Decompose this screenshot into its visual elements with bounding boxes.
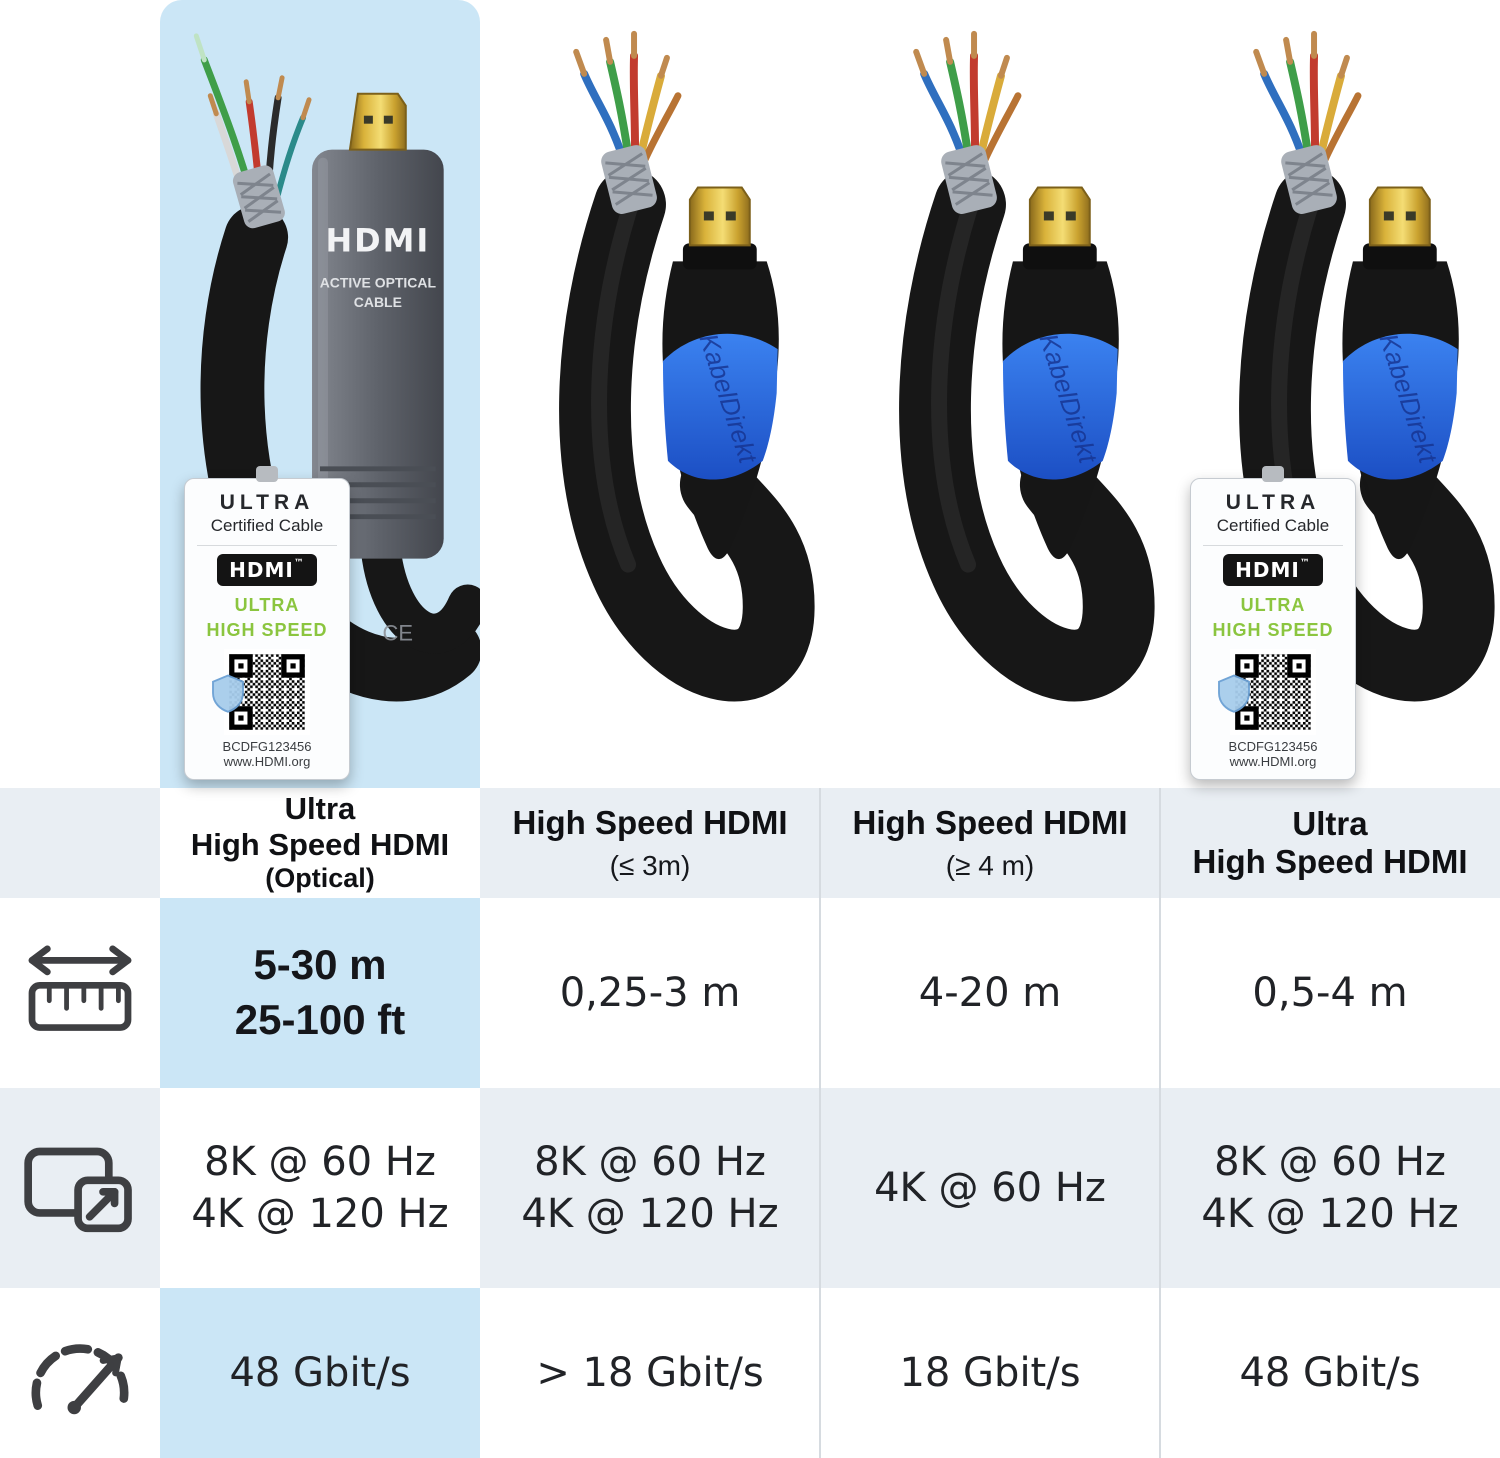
cable-photo-highspeed-long (820, 0, 1160, 788)
column-header-highspeed-short: High Speed HDMI (≤ 3m) (480, 788, 820, 898)
speed-value: 48 Gbit/s (1239, 1350, 1421, 1396)
speed-value: 18 Gbit/s (899, 1350, 1081, 1396)
header-line: High Speed HDMI (852, 804, 1128, 842)
header-line: (Optical) (265, 863, 375, 894)
standard-cable-art (480, 0, 820, 788)
header-line: High Speed HDMI (1192, 843, 1468, 880)
highlight-column-header-bg (160, 788, 480, 898)
header-line: High Speed HDMI (512, 804, 788, 842)
resolution-value: 4K @ 120 Hz (521, 1191, 779, 1237)
label-ultra-text: ULTRA (1225, 491, 1321, 514)
speed-row-icon-wrap (0, 1288, 160, 1458)
ruler-arrows-icon (28, 945, 132, 1031)
resolution-value: 8K @ 60 Hz (1214, 1139, 1446, 1185)
hdmi-logo-text: HDMI (1235, 558, 1300, 583)
length-value: 25-100 ft (234, 996, 406, 1043)
screen-scale-icon (24, 1147, 132, 1233)
label-ultra-text: ULTRA (219, 491, 315, 514)
header-line: High Speed HDMI (190, 826, 450, 862)
label-divider (1203, 545, 1343, 547)
label-divider (197, 545, 337, 547)
highlight-column-speed-bg (160, 1288, 480, 1458)
header-subline: (≤ 3m) (609, 849, 691, 881)
shield-icon (212, 674, 244, 713)
label-url: www.HDMI.org (223, 754, 311, 770)
qr-block (212, 649, 310, 735)
hdmi-trademark: ™ (293, 558, 305, 570)
label-certified-text: Certified Cable (210, 516, 324, 535)
column-header-optical: Ultra High Speed HDMI (Optical) (160, 788, 480, 898)
label-certified-text: Certified Cable (1216, 516, 1330, 535)
hdmi-logo-pill: HDMI™ (1223, 554, 1323, 587)
resolution-cell-highspeed-short: 8K @ 60 Hz 4K @ 120 Hz (480, 1088, 820, 1288)
length-cell-ultra: 0,5-4 m (1160, 898, 1500, 1088)
header-line: Ultra (1292, 805, 1368, 843)
resolution-value: 4K @ 60 Hz (874, 1165, 1106, 1211)
ultra-certified-label: ULTRA Certified Cable HDMI™ ULTRA HIGH S… (184, 466, 350, 781)
length-value: 0,25-3 m (559, 970, 741, 1016)
length-cell-highspeed-short: 0,25-3 m (480, 898, 820, 1088)
standard-cable-art (820, 0, 1160, 788)
label-speed-line2: HIGH SPEED (206, 619, 328, 640)
speed-cell-ultra: 48 Gbit/s (1160, 1288, 1500, 1458)
header-subline: (≥ 4 m) (945, 849, 1035, 881)
resolution-row-icon-wrap (0, 1088, 160, 1288)
speed-value: 48 Gbit/s (229, 1350, 411, 1396)
speed-value: > 18 Gbit/s (536, 1350, 764, 1396)
label-hanger (1262, 466, 1284, 482)
resolution-value: 4K @ 120 Hz (1201, 1191, 1459, 1237)
column-divider (1159, 788, 1161, 1458)
resolution-cell-optical: 8K @ 60 Hz 4K @ 120 Hz (160, 1088, 480, 1288)
speed-cell-highspeed-long: 18 Gbit/s (820, 1288, 1160, 1458)
qr-block (1218, 649, 1316, 735)
speed-cell-highspeed-short: > 18 Gbit/s (480, 1288, 820, 1458)
resolution-value: 8K @ 60 Hz (534, 1139, 766, 1185)
column-divider (819, 788, 821, 1458)
length-row-icon-wrap (0, 898, 160, 1088)
label-speed-line1: ULTRA (234, 595, 300, 616)
resolution-value: 8K @ 60 Hz (204, 1139, 436, 1185)
shield-icon (1218, 674, 1250, 713)
length-value: 4-20 m (918, 970, 1062, 1016)
speed-cell-optical: 48 Gbit/s (160, 1288, 480, 1458)
cable-photo-highspeed-short (480, 0, 820, 788)
cable-photo-optical: ULTRA Certified Cable HDMI™ ULTRA HIGH S… (160, 0, 480, 788)
label-hanger (256, 466, 278, 482)
speedometer-icon (31, 1344, 129, 1415)
cable-photo-ultra-highspeed: ULTRA Certified Cable HDMI™ ULTRA HIGH S… (1160, 0, 1500, 788)
highlight-column-resolution-bg (160, 1088, 480, 1288)
resolution-cell-highspeed-long: 4K @ 60 Hz (820, 1088, 1160, 1288)
label-code: BCDFG123456 (1228, 739, 1318, 755)
resolution-cell-ultra: 8K @ 60 Hz 4K @ 120 Hz (1160, 1088, 1500, 1288)
resolution-value: 4K @ 120 Hz (191, 1191, 449, 1237)
column-header-highspeed-long: High Speed HDMI (≥ 4 m) (820, 788, 1160, 898)
length-value: 5-30 m (253, 941, 387, 989)
hdmi-logo-text: HDMI (229, 558, 294, 583)
label-code: BCDFG123456 (222, 739, 312, 755)
column-header-ultra: Ultra High Speed HDMI (1160, 788, 1500, 898)
length-value: 0,5-4 m (1252, 970, 1408, 1016)
length-cell-highspeed-long: 4-20 m (820, 898, 1160, 1088)
hdmi-logo-pill: HDMI™ (217, 554, 317, 587)
label-speed-line2: HIGH SPEED (1212, 619, 1334, 640)
hdmi-trademark: ™ (1299, 558, 1311, 570)
highlight-column-length-bg (160, 898, 480, 1088)
header-line: Ultra (284, 791, 356, 827)
ultra-certified-label: ULTRA Certified Cable HDMI™ ULTRA HIGH S… (1190, 466, 1356, 781)
label-speed-line1: ULTRA (1240, 595, 1306, 616)
length-cell-optical: 5-30 m 25-100 ft (160, 898, 480, 1088)
label-url: www.HDMI.org (1229, 754, 1317, 770)
